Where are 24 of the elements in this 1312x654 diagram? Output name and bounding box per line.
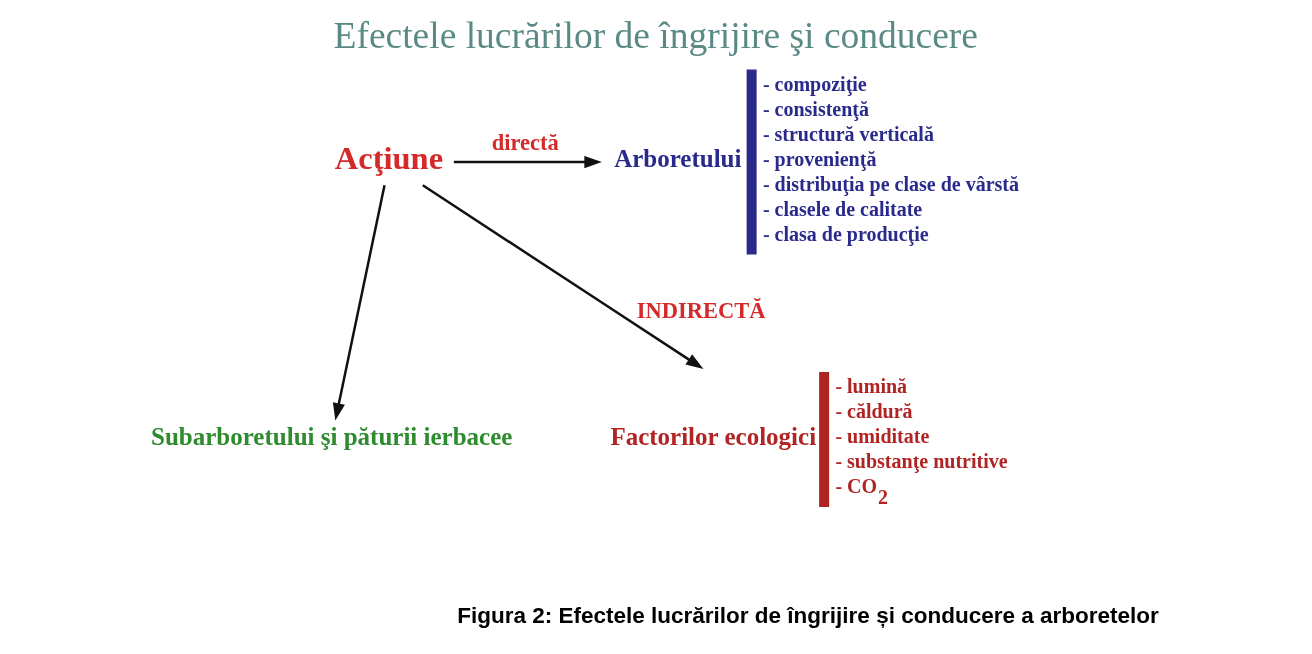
arrow	[332, 185, 386, 421]
edge-label: directă	[491, 130, 559, 155]
node-label: - structură verticală	[762, 122, 934, 145]
node-label: - compoziţie	[762, 72, 867, 95]
caption: Figura 2: Efectele lucrărilor de îngrijire și conducere a arboretelor	[457, 602, 1159, 628]
node-label: - lumină	[835, 375, 908, 397]
node-label: - umiditate	[835, 425, 930, 447]
node-label: - distribuţia pe clase de vârstă	[762, 172, 1019, 195]
node-label: - provenienţă	[762, 147, 877, 170]
arrow	[453, 155, 602, 169]
node-label: - clasa de producţie	[762, 222, 929, 245]
node-box	[746, 69, 757, 255]
node-label: Arboretului	[614, 145, 742, 172]
node-label: Factorilor ecologici	[610, 422, 817, 450]
node-label: - consistenţă	[762, 97, 869, 120]
node-label: - căldură	[835, 400, 913, 422]
diagram-title: Efectele lucrărilor de îngrijire şi conducere	[333, 15, 978, 57]
node-label: - clasele de calitate	[762, 197, 923, 220]
node-text: Subarboretului şi păturii ierbacee	[151, 422, 513, 450]
node-text: Acţiune	[334, 139, 444, 176]
arrow	[422, 184, 704, 370]
node-box	[819, 372, 830, 507]
node-label: - substanţe nutritive	[835, 450, 1008, 472]
edge-label: INDIRECTĂ	[636, 297, 766, 323]
